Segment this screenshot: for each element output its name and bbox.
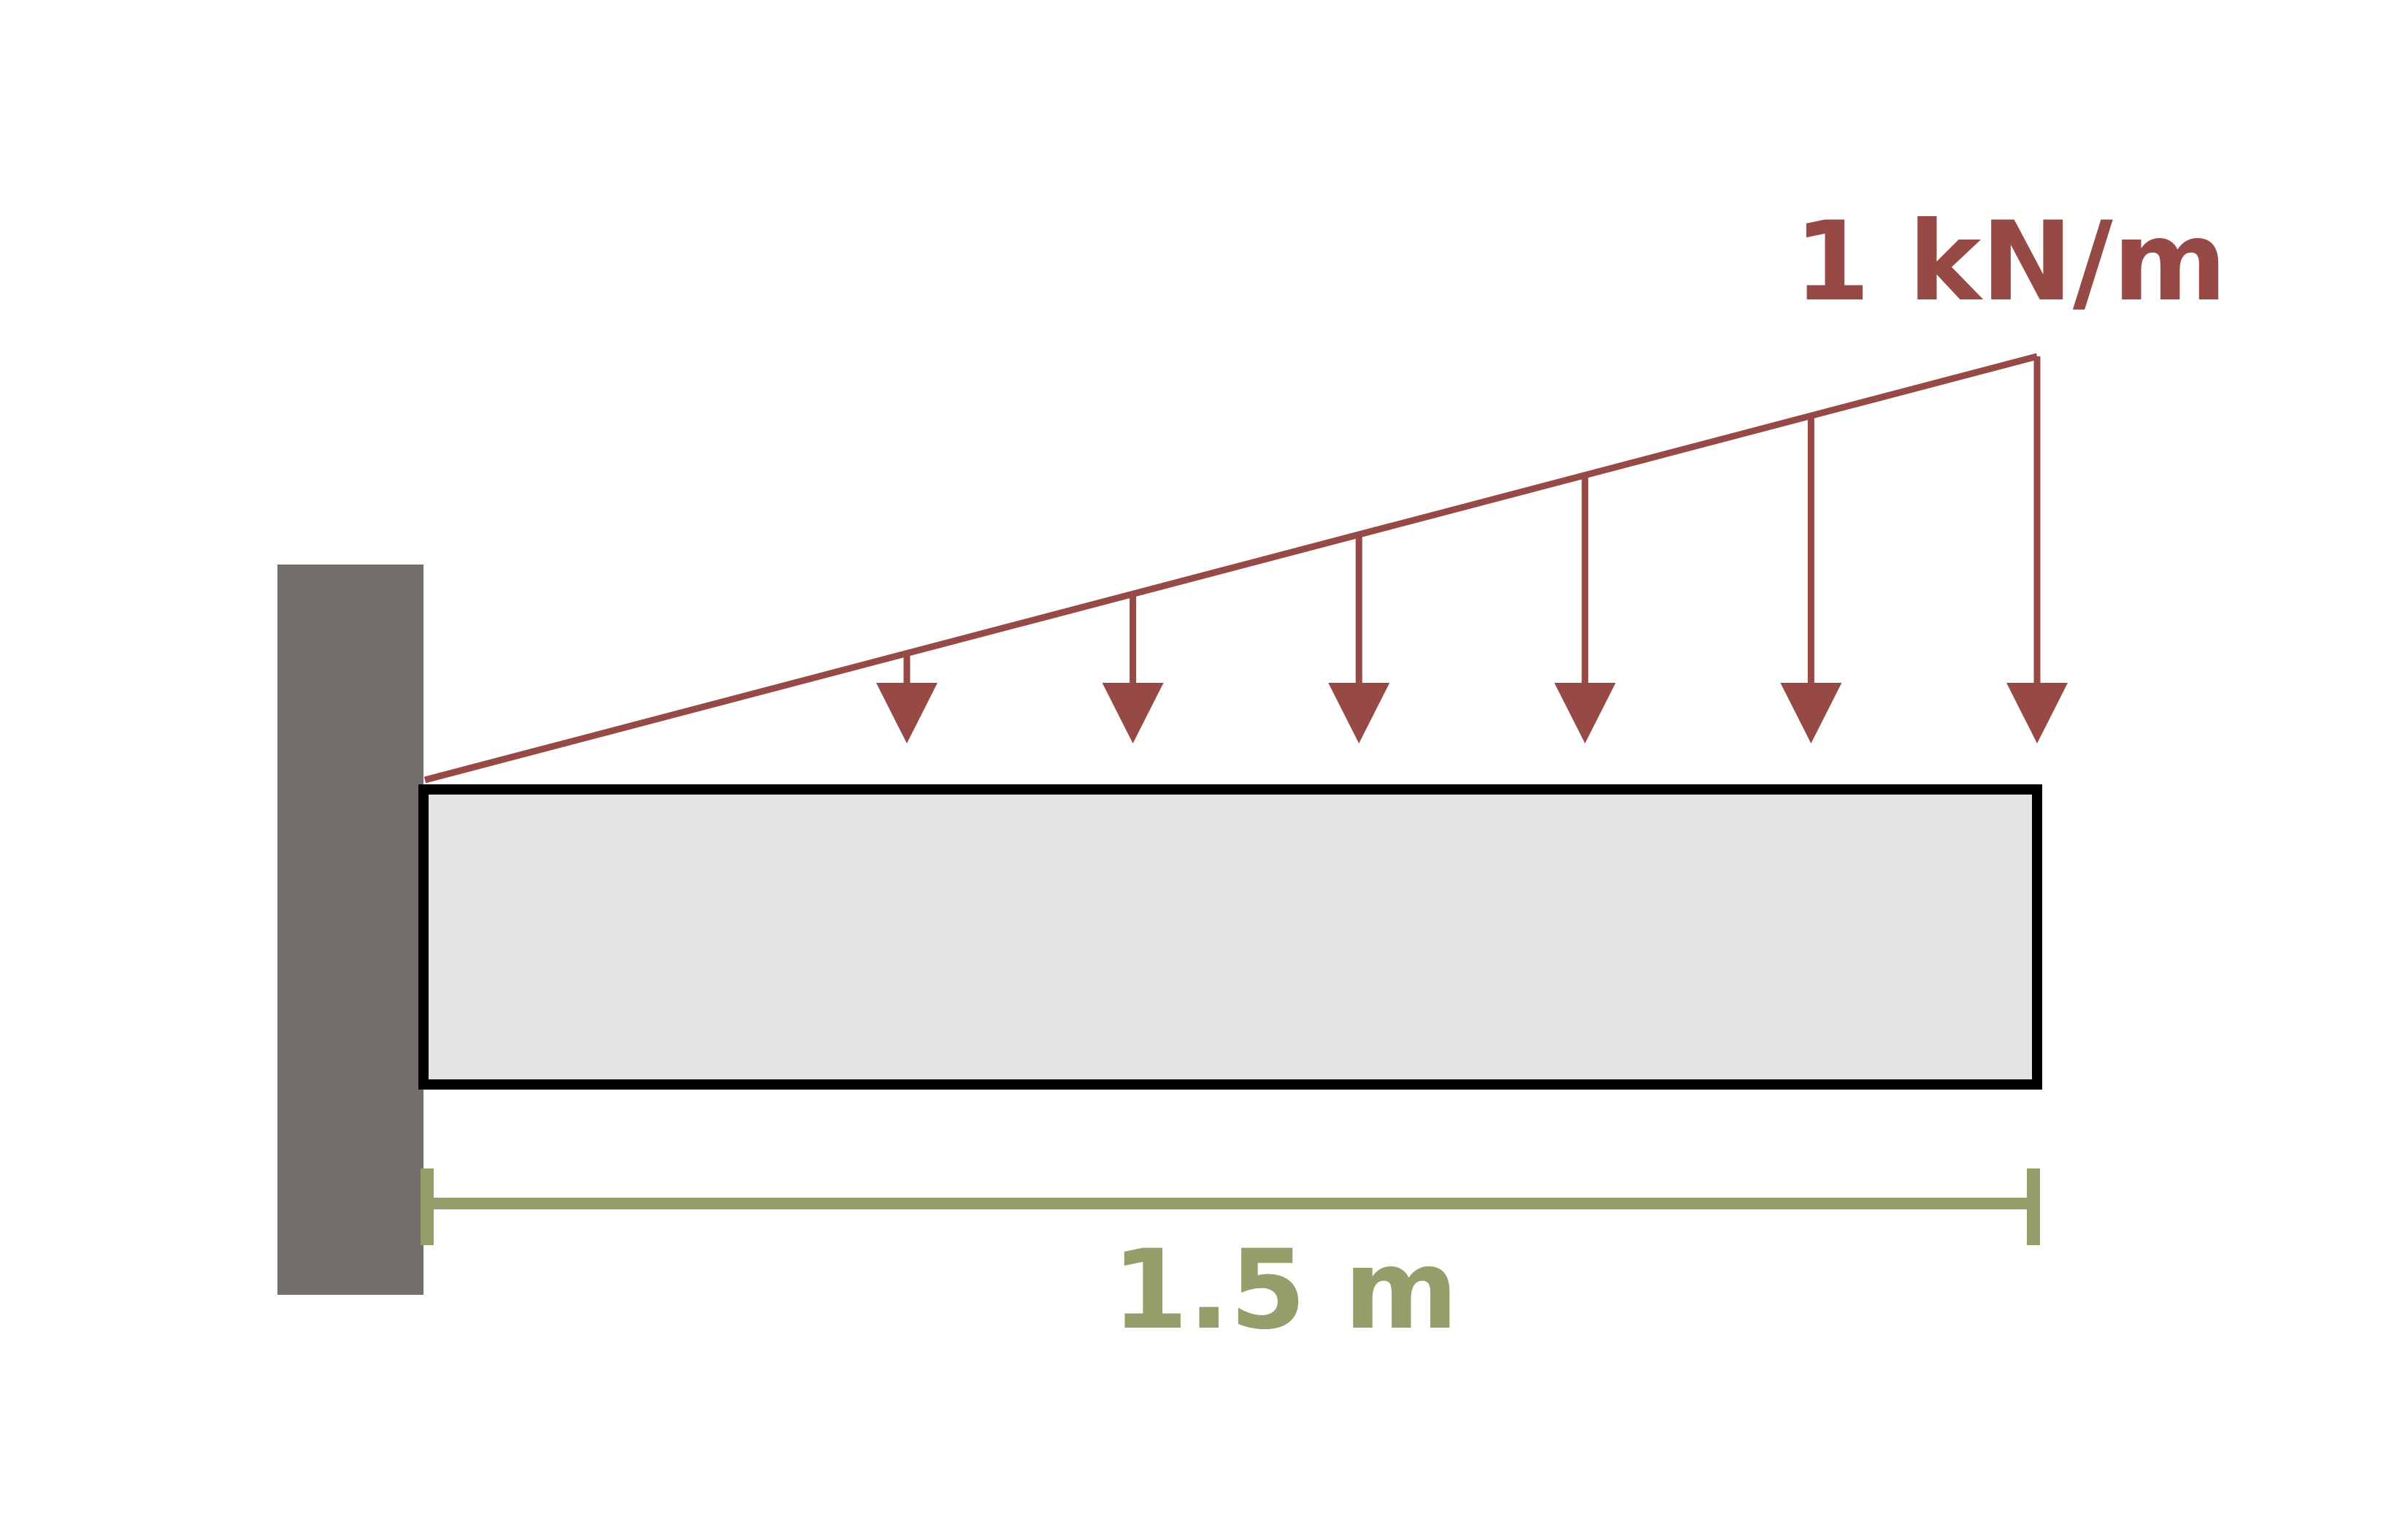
length-label: 1.5 m (1112, 1227, 1458, 1354)
load-envelope-line (423, 353, 2039, 784)
load-magnitude-label: 1 kN/m (1794, 199, 2227, 326)
distributed-load (423, 353, 2068, 784)
beam (418, 784, 2042, 1090)
down-arrow-icon (1102, 683, 1164, 743)
down-arrow-icon (2006, 683, 2068, 743)
length-dimension (421, 1168, 2040, 1245)
load-arrows (876, 356, 2068, 743)
down-arrow-icon (1328, 683, 1390, 743)
down-arrow-icon (1780, 683, 1842, 743)
fixed-wall-support (277, 565, 423, 1295)
down-arrow-icon (876, 683, 937, 743)
down-arrow-icon (1554, 683, 1616, 743)
